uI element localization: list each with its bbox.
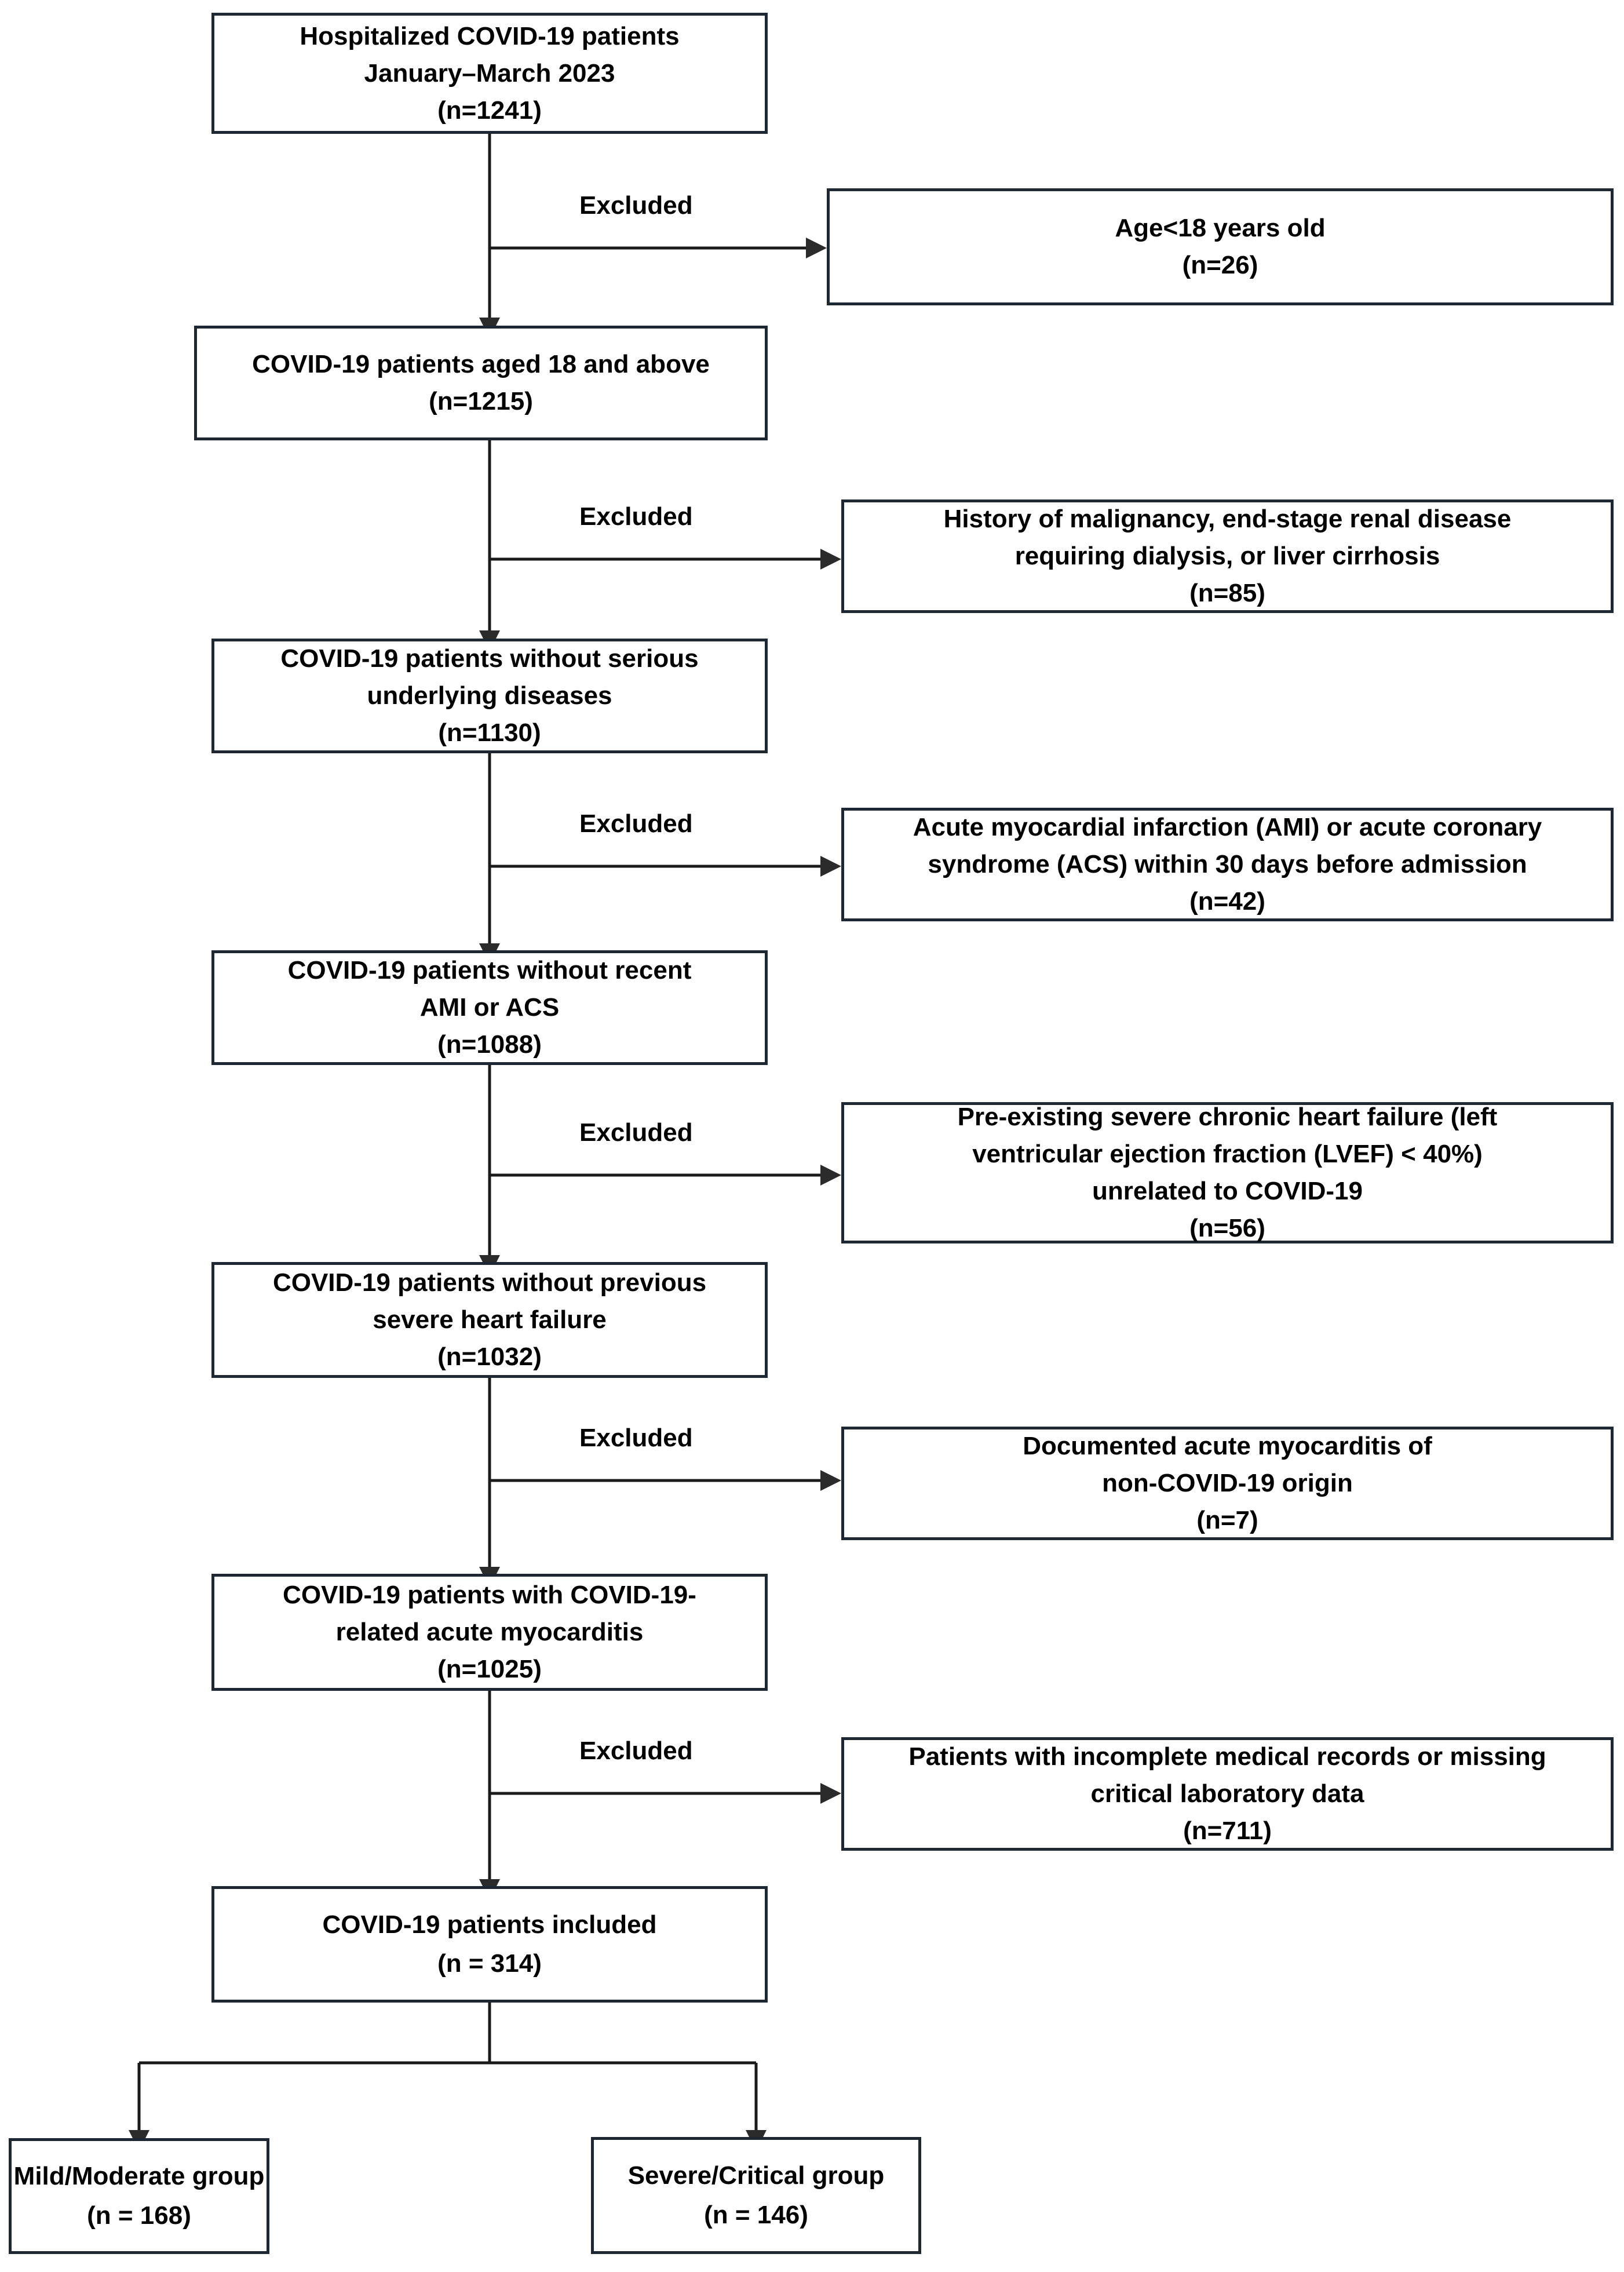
node-count: (n = 314) (437, 1949, 542, 1978)
node-count: (n=1032) (437, 1342, 542, 1371)
node-without-serious-underlying-diseases[interactable]: COVID-19 patients without serious underl… (211, 639, 768, 753)
exclusion-node-recent-ami-acs[interactable]: Acute myocardial infarction (AMI) or acu… (841, 808, 1614, 921)
exclusion-node-non-covid-myocarditis[interactable]: Documented acute myocarditis of non-COVI… (841, 1427, 1614, 1540)
node-line: Mild/Moderate group (13, 2162, 265, 2191)
node-with-covid-related-acute-myocarditis[interactable]: COVID-19 patients with COVID-19- related… (211, 1574, 768, 1691)
node-count: (n=711) (1183, 1816, 1272, 1845)
node-without-recent-ami-or-acs[interactable]: COVID-19 patients without recent AMI or … (211, 950, 768, 1065)
edge-label-excluded-5: Excluded (579, 1424, 693, 1452)
arrowhead-x3 (820, 856, 841, 877)
node-patients-included[interactable]: COVID-19 patients included (n = 314) (211, 1886, 768, 2003)
node-hospitalized-covid-patients[interactable]: Hospitalized COVID-19 patients January–M… (211, 13, 768, 134)
exclusion-node-incomplete-records[interactable]: Patients with incomplete medical records… (841, 1737, 1614, 1851)
node-severe-critical-group[interactable]: Severe/Critical group (n = 146) (591, 2137, 921, 2254)
node-line: Acute myocardial infarction (AMI) or acu… (913, 813, 1542, 842)
arrowhead-x5 (820, 1470, 841, 1491)
node-line: critical laboratory data (1090, 1779, 1364, 1808)
node-line: COVID-19 patients without serious (280, 644, 699, 673)
node-count: (n=1241) (437, 96, 542, 125)
node-count: (n=26) (1182, 251, 1258, 279)
node-count: (n=1215) (429, 387, 533, 415)
node-line: related acute myocarditis (335, 1618, 644, 1647)
node-line: COVID-19 patients aged 18 and above (252, 350, 710, 379)
node-count: (n=1088) (437, 1030, 542, 1059)
node-line: COVID-19 patients without recent (287, 956, 692, 985)
node-line: requiring dialysis, or liver cirrhosis (1014, 542, 1440, 571)
node-line: syndrome (ACS) within 30 days before adm… (928, 850, 1527, 879)
node-line: History of malignancy, end-stage renal d… (943, 505, 1512, 534)
node-count: (n=42) (1189, 887, 1265, 916)
node-line: January–March 2023 (364, 59, 615, 87)
node-line: Documented acute myocarditis of (1023, 1432, 1432, 1461)
node-count: (n=7) (1196, 1505, 1258, 1534)
node-patients-aged-18-and-above[interactable]: COVID-19 patients aged 18 and above (n=1… (194, 326, 768, 440)
exclusion-node-age-under-18[interactable]: Age<18 years old (n=26) (827, 188, 1614, 305)
node-count: (n=56) (1189, 1213, 1265, 1242)
node-line: Patients with incomplete medical records… (908, 1742, 1546, 1771)
node-line: severe heart failure (373, 1305, 607, 1334)
node-line: Severe/Critical group (627, 2161, 885, 2190)
node-line: COVID-19 patients included (322, 1910, 657, 1939)
node-count: (n=1025) (437, 1654, 542, 1683)
node-mild-moderate-group[interactable]: Mild/Moderate group (n = 168) (9, 2138, 269, 2254)
edge-label-excluded-4: Excluded (579, 1118, 693, 1147)
node-line: underlying diseases (367, 681, 612, 710)
node-count: (n=85) (1189, 578, 1265, 607)
node-line: Pre-existing severe chronic heart failur… (957, 1103, 1498, 1132)
edge-label-excluded-3: Excluded (579, 809, 693, 838)
arrowhead-x2 (820, 549, 841, 570)
node-line: COVID-19 patients with COVID-19- (283, 1581, 696, 1610)
node-count: (n = 146) (704, 2201, 808, 2230)
arrowhead-x6 (820, 1783, 841, 1804)
arrowhead-x1 (806, 238, 827, 258)
node-count: (n=1130) (438, 718, 541, 747)
node-line: Hospitalized COVID-19 patients (300, 22, 680, 50)
edge-label-excluded-1: Excluded (579, 191, 693, 220)
node-line: Age<18 years old (1115, 214, 1326, 243)
node-count: (n = 168) (87, 2201, 191, 2230)
node-without-previous-severe-heart-failure[interactable]: COVID-19 patients without previous sever… (211, 1262, 768, 1378)
node-line: AMI or ACS (419, 993, 560, 1022)
node-line: unrelated to COVID-19 (1092, 1177, 1363, 1205)
edge-label-excluded-2: Excluded (579, 502, 693, 531)
exclusion-node-malignancy-esrd-cirrhosis[interactable]: History of malignancy, end-stage renal d… (841, 499, 1614, 613)
node-line: non-COVID-19 origin (1102, 1469, 1353, 1498)
node-line: COVID-19 patients without previous (272, 1268, 707, 1297)
edge-label-excluded-6: Excluded (579, 1737, 693, 1765)
node-line: ventricular ejection fraction (LVEF) < 4… (972, 1140, 1483, 1169)
arrowhead-x4 (820, 1165, 841, 1186)
exclusion-node-preexisting-heart-failure[interactable]: Pre-existing severe chronic heart failur… (841, 1102, 1614, 1243)
